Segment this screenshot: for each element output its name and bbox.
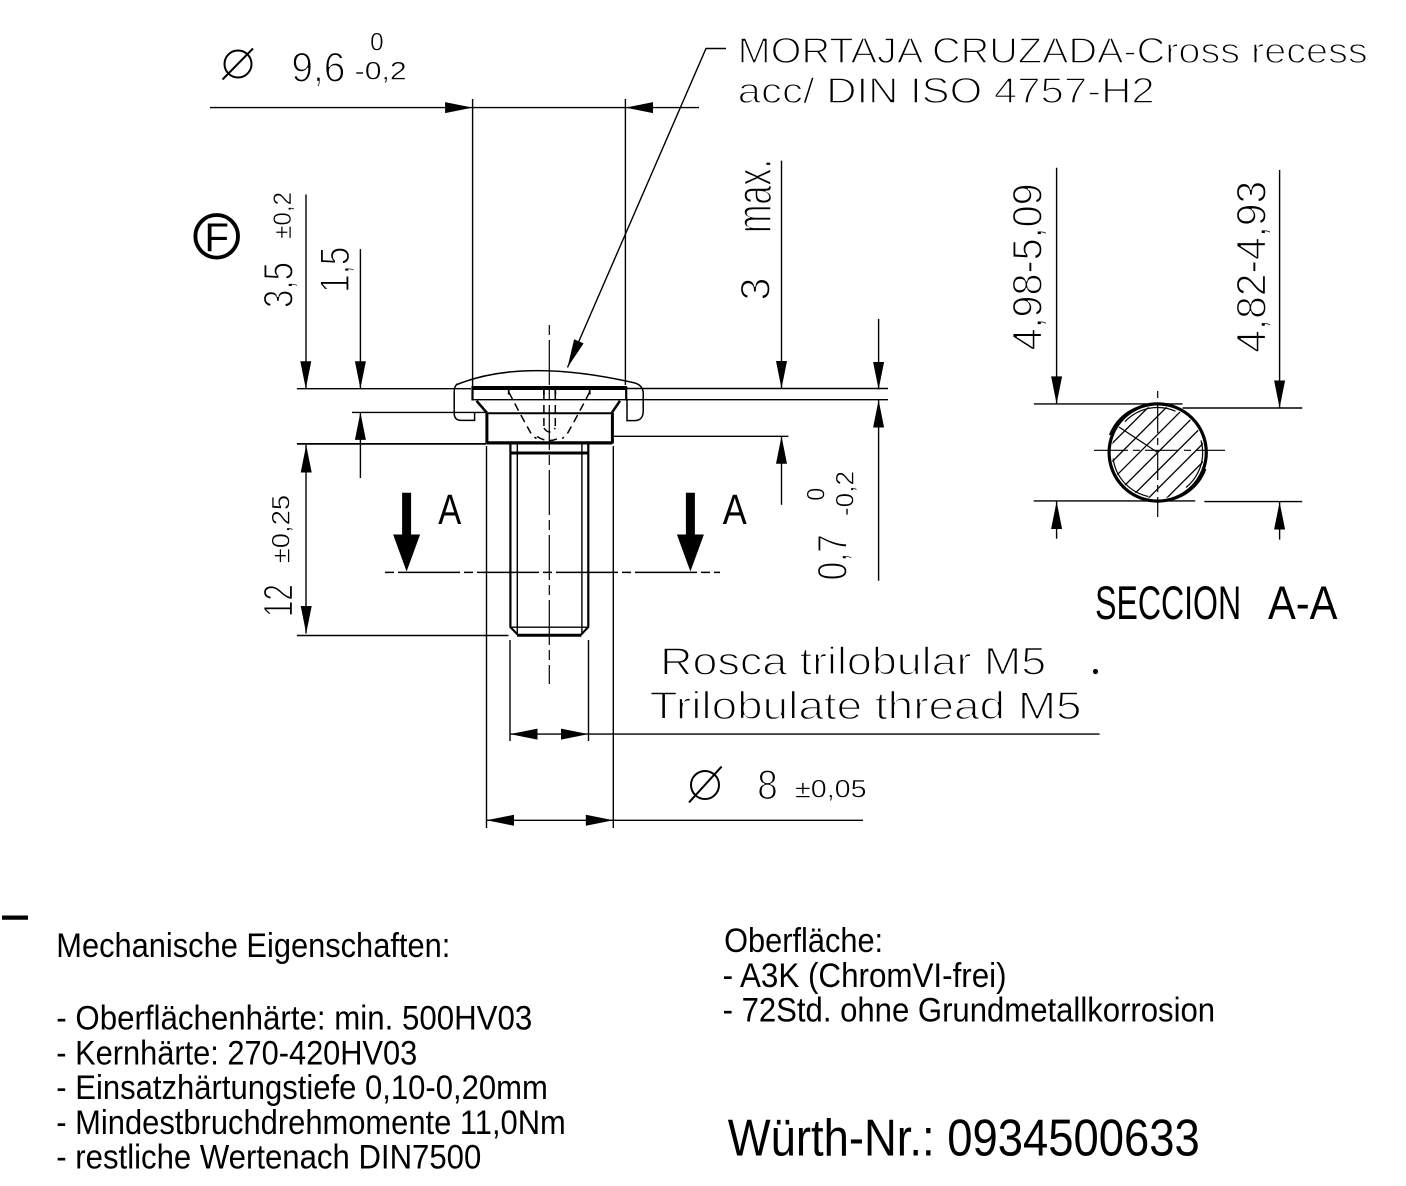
svg-text:4,98-5,09: 4,98-5,09: [1004, 183, 1051, 350]
svg-text:- Kernhärte: 270-420HV03: - Kernhärte: 270-420HV03: [56, 1034, 417, 1072]
svg-text:±0,25: ±0,25: [268, 495, 296, 564]
svg-text:max.: max.: [726, 159, 782, 233]
svg-text:Rosca trilobular M5: Rosca trilobular M5: [660, 641, 1046, 684]
svg-text:MORTAJA CRUZADA-Cross recess: MORTAJA CRUZADA-Cross recess: [738, 30, 1368, 71]
svg-text:- restliche Wertenach DIN7500: - restliche Wertenach DIN7500: [56, 1139, 481, 1177]
svg-text:-0,2: -0,2: [355, 58, 407, 86]
svg-text:- Mindestbruchdrehmomente 11,0: - Mindestbruchdrehmomente 11,0Nm: [56, 1104, 566, 1142]
svg-text:A: A: [438, 486, 461, 534]
svg-text:Mechanische Eigenschaften:: Mechanische Eigenschaften:: [56, 927, 450, 965]
svg-text:F: F: [204, 216, 228, 260]
svg-text:3,5: 3,5: [255, 262, 302, 308]
svg-text:3: 3: [731, 278, 778, 301]
svg-text:- A3K (ChromVI-frei): - A3K (ChromVI-frei): [723, 957, 1007, 995]
svg-text:12: 12: [255, 584, 302, 617]
svg-text:A: A: [723, 486, 747, 534]
svg-text:0: 0: [802, 488, 830, 501]
svg-text:4,82-4,93: 4,82-4,93: [1227, 181, 1274, 353]
svg-text:±0,05: ±0,05: [795, 776, 867, 804]
svg-text:9,6: 9,6: [291, 43, 345, 90]
svg-text:Trilobulate thread M5: Trilobulate thread M5: [650, 685, 1082, 728]
svg-text:- 72Std. ohne Grundmetallkorro: - 72Std. ohne Grundmetallkorrosion: [723, 992, 1216, 1030]
svg-text:A-A: A-A: [1268, 576, 1338, 629]
svg-text:Oberfläche:: Oberfläche:: [724, 922, 883, 960]
svg-text:1,5: 1,5: [311, 247, 358, 293]
svg-text:- Einsatzhärtungstiefe 0,10-0,: - Einsatzhärtungstiefe 0,10-0,20mm: [56, 1069, 548, 1107]
svg-text:SECCION: SECCION: [1095, 576, 1241, 629]
svg-text:8: 8: [757, 761, 778, 808]
svg-text:Würth-Nr.: 0934500633: Würth-Nr.: 0934500633: [728, 1110, 1200, 1168]
svg-text:0: 0: [370, 29, 384, 57]
svg-text:- Oberflächenhärte: min. 500HV: - Oberflächenhärte: min. 500HV03: [56, 1000, 532, 1038]
svg-text:-0,2: -0,2: [831, 471, 859, 516]
svg-text:0,7: 0,7: [809, 534, 856, 580]
svg-text:±0,2: ±0,2: [269, 192, 297, 239]
svg-text:acc/ DIN ISO 4757-H2: acc/ DIN ISO 4757-H2: [738, 70, 1155, 111]
